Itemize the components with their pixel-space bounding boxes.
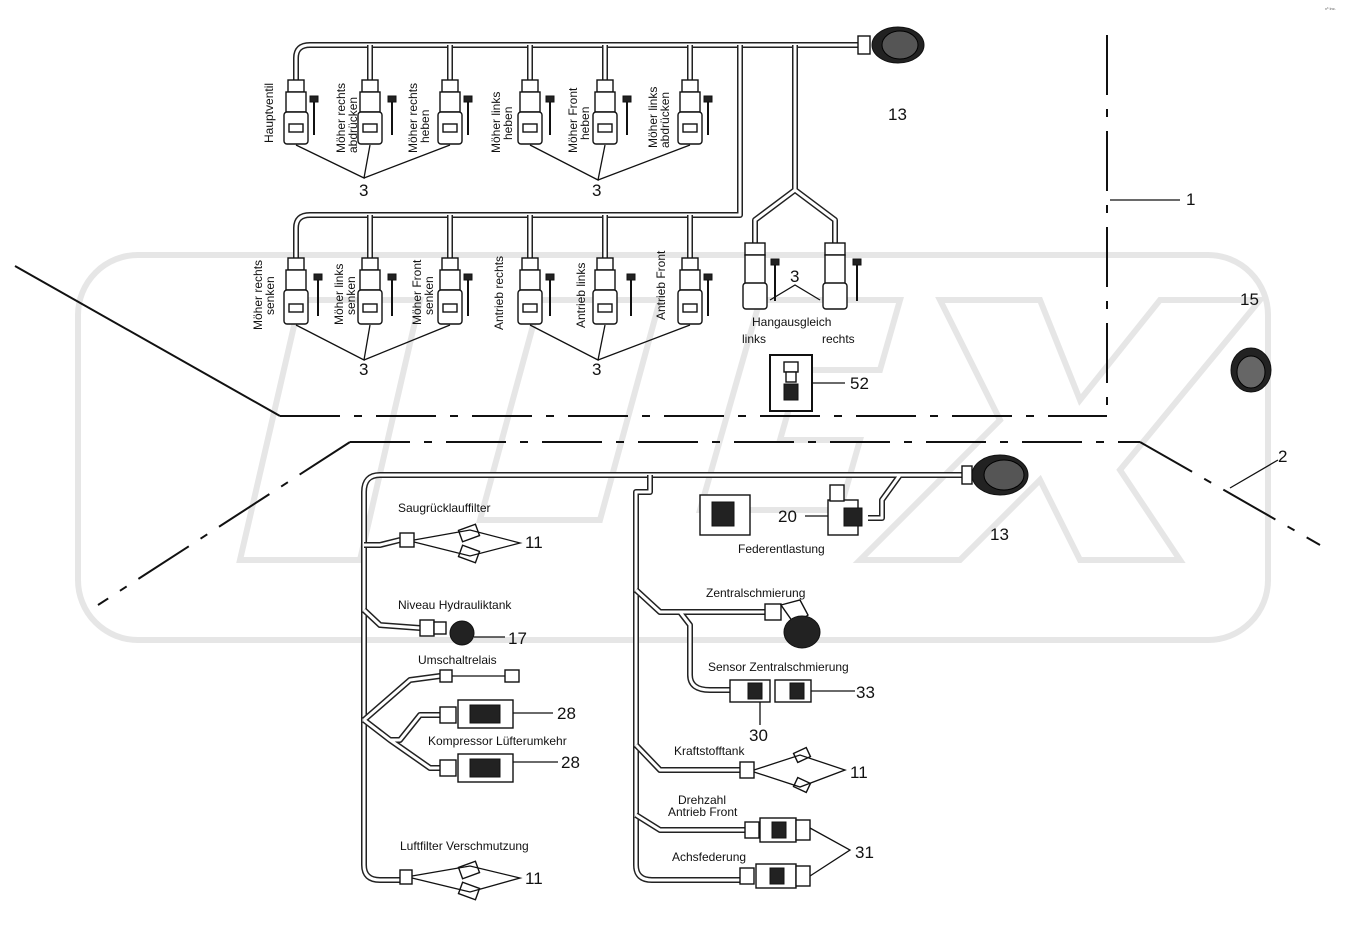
label-niveau: Niveau Hydrauliktank (398, 598, 512, 612)
valve-label: Möher Front (410, 259, 424, 325)
valve-label: Möher rechts (406, 83, 420, 153)
callout-28: 28 (561, 753, 580, 772)
callout-3: 3 (790, 267, 799, 286)
callout-33: 33 (856, 683, 875, 702)
valve-label: senken (422, 276, 436, 315)
round-connector-15 (1230, 347, 1272, 393)
callout-17: 17 (508, 629, 527, 648)
bottom-harness (361, 454, 1029, 883)
valve-label: Möher rechts (334, 83, 348, 153)
callout-2: 2 (1278, 447, 1287, 466)
callout-3: 3 (359, 181, 368, 200)
valve-label: Antrieb links (574, 263, 588, 328)
leader-lines-3 (295, 144, 821, 361)
callout-28: 28 (557, 704, 576, 723)
valve-row-top (283, 79, 713, 145)
callout-52: 52 (850, 374, 869, 393)
label-federentlastung: Federentlastung (738, 542, 825, 556)
valve-label: Möher links (646, 87, 660, 148)
callout-1: 1 (1186, 190, 1195, 209)
valve-label: abdrücken (346, 97, 360, 153)
label-hangausgleich: Hangausgleich (752, 315, 831, 329)
label-umschalt: Umschaltrelais (418, 653, 497, 667)
label-links: links (742, 332, 766, 346)
label-achsfederung: Achsfederung (672, 850, 746, 864)
valve-label: Möher rechts (251, 260, 265, 330)
callout-11: 11 (525, 869, 543, 888)
valve-labels-middle: Möher rechts senken Möher links senken M… (251, 250, 668, 330)
callout-15: 15 (1240, 290, 1259, 309)
callout-3: 3 (359, 360, 368, 379)
valve-label: Hauptventil (262, 83, 276, 143)
callout-31: 31 (855, 843, 874, 862)
valve-label: senken (263, 276, 277, 315)
corner-mark: v³ Inc. (1325, 6, 1336, 11)
relay-52 (769, 354, 845, 412)
valve-label: Möher Front (566, 87, 580, 153)
federentlastung-component (699, 484, 863, 536)
valve-label: heben (501, 107, 515, 140)
callout-3: 3 (592, 181, 601, 200)
label-rechts: rechts (822, 332, 855, 346)
valve-label: Möher links (332, 264, 346, 325)
callout-30: 30 (749, 726, 768, 745)
guide-lines (14, 35, 1321, 606)
valve-label: Antrieb Front (654, 250, 668, 320)
label-sensor-zentral: Sensor Zentralschmierung (708, 660, 849, 674)
label-kompressor: Kompressor Lüfterumkehr (428, 734, 567, 748)
label-saugrueck: Saugrücklauffilter (398, 501, 491, 515)
callout-11: 11 (850, 763, 868, 782)
valve-label: heben (418, 110, 432, 143)
label-zentral: Zentralschmierung (706, 586, 805, 600)
label-drehzahl-2: Antrieb Front (668, 805, 738, 819)
top-harness (293, 26, 925, 258)
left-branch-components (399, 523, 558, 901)
valve-row-middle (283, 242, 862, 325)
callout-3: 3 (592, 360, 601, 379)
valve-label: Möher links (489, 92, 503, 153)
label-kraftstoff: Kraftstofftank (674, 744, 745, 758)
callout-11: 11 (525, 533, 543, 552)
valve-label: Antrieb rechts (492, 256, 506, 330)
valve-label: heben (578, 107, 592, 140)
valve-labels-top: Hauptventil Möher rechts abdrücken Möher… (262, 83, 672, 153)
valve-label: abdrücken (658, 92, 672, 148)
label-luftfilter: Luftfilter Verschmutzung (400, 839, 529, 853)
right-branch-components (729, 599, 855, 889)
valve-label: senken (344, 276, 358, 315)
callout-13-bottom: 13 (990, 525, 1009, 544)
label-drehzahl-1: Drehzahl (678, 793, 726, 807)
callout-20: 20 (778, 507, 797, 526)
callout-13-top: 13 (888, 105, 907, 124)
